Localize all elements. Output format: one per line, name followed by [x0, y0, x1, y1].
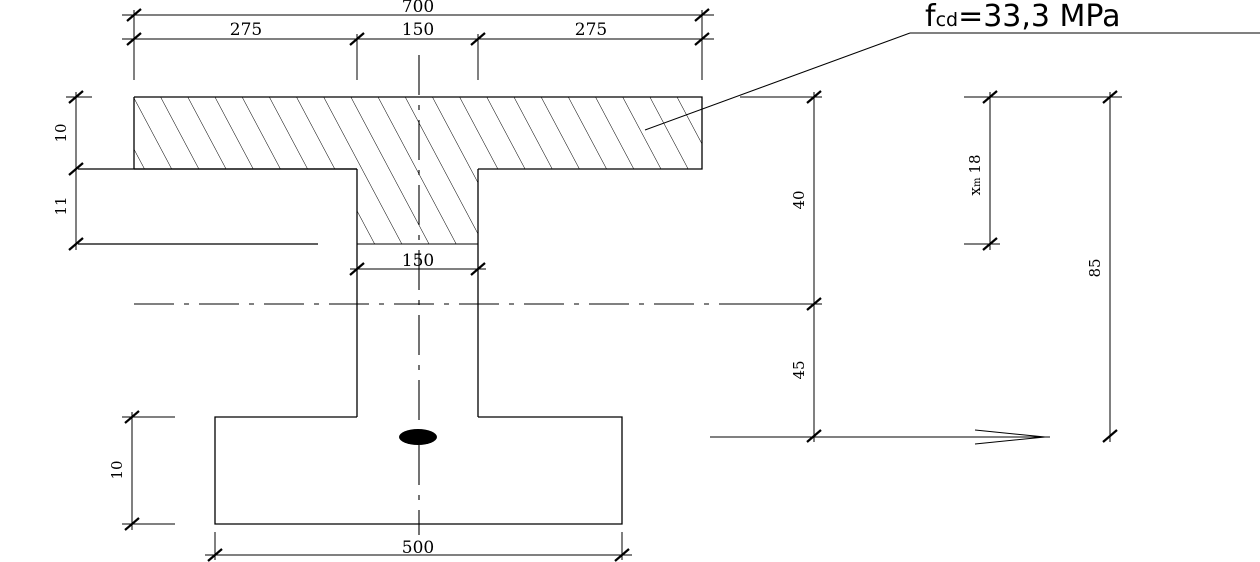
dim-upper-height: 40: [790, 190, 808, 209]
neutral-axis-dimension: [964, 90, 1000, 251]
dim-flange-thickness: 10: [52, 123, 70, 142]
material-symbol: f: [925, 0, 937, 34]
web-dimension: [349, 262, 486, 276]
neutral-axis-subscript: m: [972, 177, 983, 187]
neutral-axis-symbol: x: [966, 187, 984, 196]
rebar: [399, 429, 437, 445]
dim-bottom-flange-height: 10: [108, 460, 126, 479]
dim-neutral-axis: xm 18: [966, 154, 984, 195]
dim-top-total: 700: [402, 0, 434, 17]
left-dimensions: [66, 90, 175, 531]
dim-web-top-height: 11: [52, 196, 70, 215]
dim-total-height: 85: [1086, 258, 1104, 277]
compression-zone: [134, 97, 702, 244]
bottom-dimension: [205, 532, 632, 562]
dim-web-width: 150: [402, 251, 434, 271]
axes: [134, 55, 820, 535]
neutral-axis-value: 18: [966, 154, 984, 173]
material-value: =33,3 MPa: [958, 0, 1120, 34]
dim-top-right: 275: [575, 20, 607, 40]
material-leader: [644, 32, 1260, 131]
right-dimensions: [710, 90, 1050, 445]
dim-bottom-width: 500: [402, 538, 434, 558]
dim-top-left: 275: [230, 20, 262, 40]
material-subscript: cd: [936, 9, 959, 31]
material-label: fcd=33,3 MPa: [925, 0, 1121, 34]
top-dimensions: [122, 8, 714, 80]
total-height-dimension: [1000, 90, 1122, 443]
dim-top-middle: 150: [402, 20, 434, 40]
dim-lower-height: 45: [790, 360, 808, 379]
